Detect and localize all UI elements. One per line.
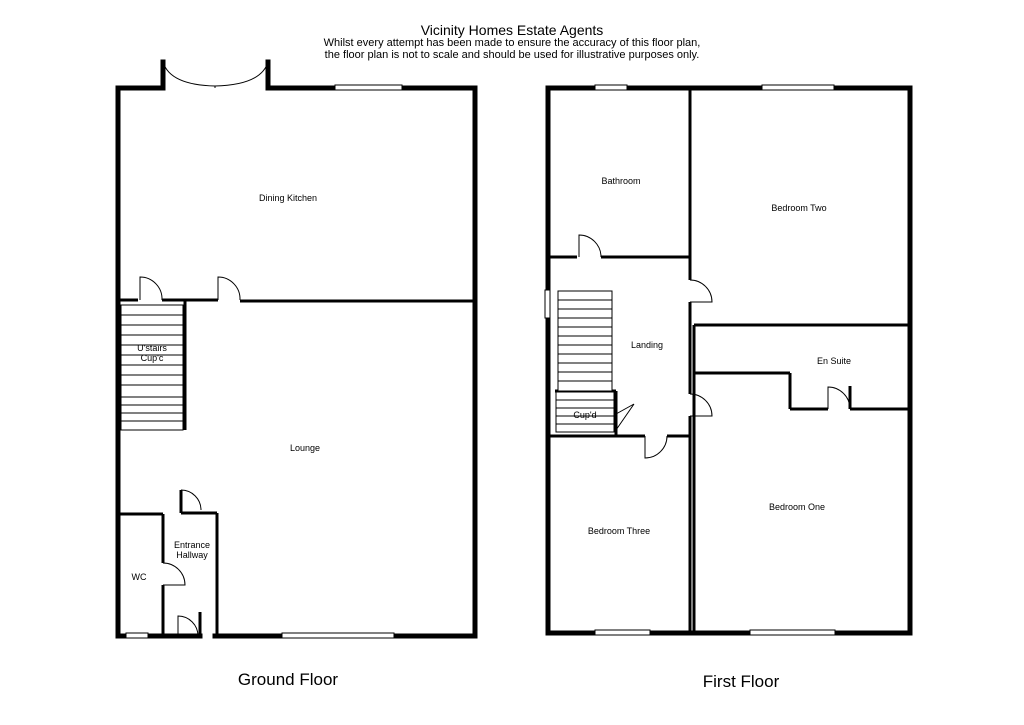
first-floor-interior-walls xyxy=(548,88,910,633)
ground-floor-title: Ground Floor xyxy=(238,670,338,689)
window xyxy=(761,84,835,91)
first-floor-doors xyxy=(578,234,851,459)
room-label-en-suite: En Suite xyxy=(817,356,851,366)
window xyxy=(594,84,628,91)
window xyxy=(749,629,836,636)
room-label-ustairs-cup: Cup'c xyxy=(141,353,164,363)
room-label-lounge: Lounge xyxy=(290,443,320,453)
ground-floor-interior-walls xyxy=(118,298,475,636)
window xyxy=(334,84,403,91)
ground-floor-stairs xyxy=(120,304,184,431)
window xyxy=(544,289,551,319)
company-title: Vicinity Homes Estate Agents xyxy=(420,22,604,38)
room-label-bedroom-two: Bedroom Two xyxy=(771,203,826,213)
window xyxy=(594,629,651,636)
room-label-ustairs: U'stairs xyxy=(137,343,167,353)
ground-floor-plan: Dining Kitchen U'stairs Cup'c Lounge Ent… xyxy=(115,59,478,689)
room-label-entrance: Entrance xyxy=(174,540,210,550)
room-label-hallway: Hallway xyxy=(176,550,208,560)
room-label-bathroom: Bathroom xyxy=(601,176,640,186)
disclaimer-line-1: Whilst every attempt has been made to en… xyxy=(323,37,701,49)
room-label-landing: Landing xyxy=(631,340,663,350)
disclaimer-line-2: the floor plan is not to scale and shoul… xyxy=(324,49,700,61)
window xyxy=(281,632,395,639)
room-label-cupboard: Cup'd xyxy=(573,410,596,420)
first-floor-title: First Floor xyxy=(703,672,780,691)
french-doors xyxy=(162,61,269,88)
room-label-dining-kitchen: Dining Kitchen xyxy=(259,193,317,203)
first-floor-stairs xyxy=(555,290,615,433)
room-label-bedroom-three: Bedroom Three xyxy=(588,526,650,536)
first-floor-plan: Bathroom Bedroom Two Landing En Suite Cu… xyxy=(544,84,913,691)
ground-floor-doors xyxy=(139,276,241,637)
window xyxy=(125,632,149,639)
room-label-wc: WC xyxy=(132,572,147,582)
room-label-bedroom-one: Bedroom One xyxy=(769,502,825,512)
